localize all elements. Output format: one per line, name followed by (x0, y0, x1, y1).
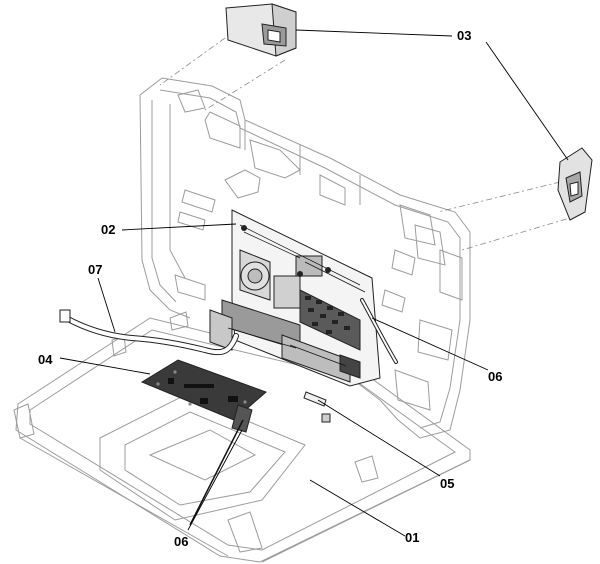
callout-02: 02 (101, 222, 115, 237)
callout-05: 05 (440, 476, 454, 491)
callout-07: 07 (88, 262, 102, 277)
main-pcb-02 (209, 209, 381, 387)
callouts: 03 02 07 04 06 05 06 01 (38, 28, 502, 549)
callout-04: 04 (38, 352, 53, 367)
callout-01: 01 (405, 530, 419, 545)
cover-03-top (225, 3, 297, 57)
callout-06-bottom: 06 (174, 534, 188, 549)
base-housing-01 (13, 311, 471, 563)
fuse-05 (303, 391, 331, 423)
leader-lines (59, 29, 569, 537)
alignment-lines (159, 37, 581, 251)
wire-loom-06-upper (360, 298, 398, 364)
ribbon-06-lower (189, 404, 253, 526)
cover-03-side (557, 147, 593, 221)
cable-07 (59, 309, 239, 356)
callout-03: 03 (457, 28, 471, 43)
callout-06-right: 06 (488, 369, 502, 384)
display-pcb-04 (140, 359, 267, 421)
rear-housing (139, 77, 471, 439)
